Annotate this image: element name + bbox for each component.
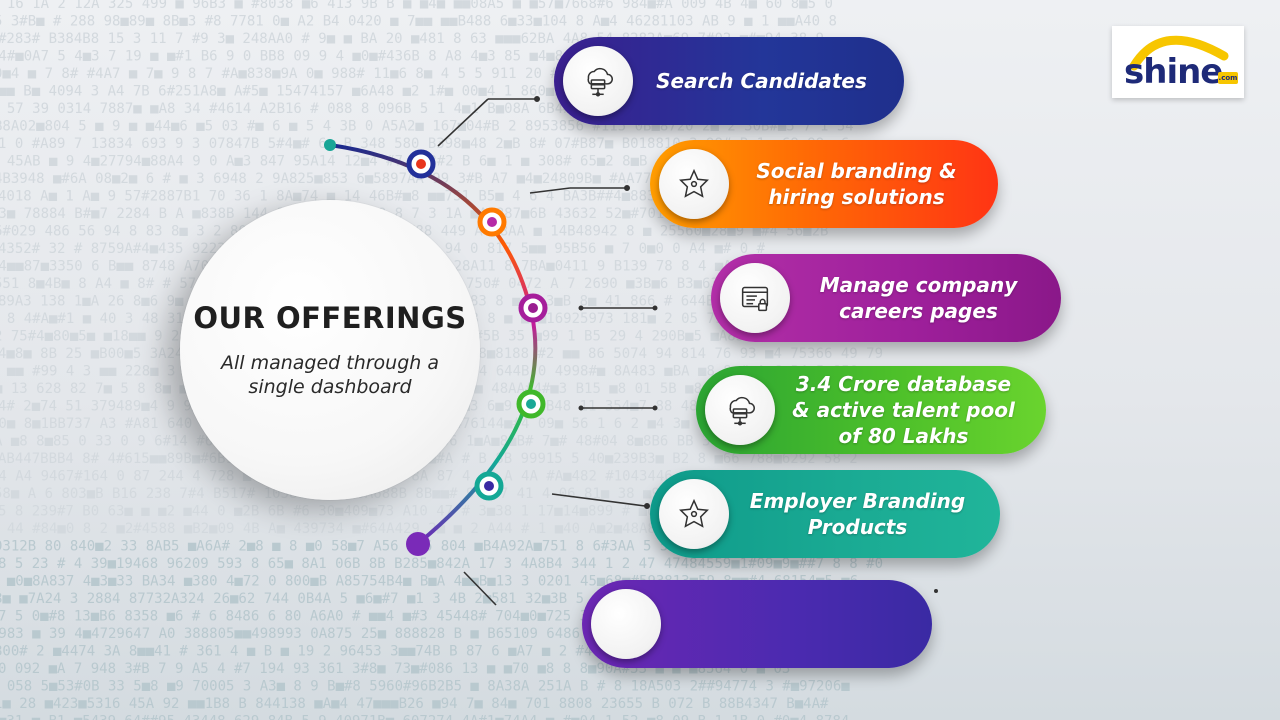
background-pattern-row: B 44 #84■0 8 2 ■2#4588 ■B2■09 4B A■ 4397… bbox=[0, 521, 858, 537]
arc-node-end bbox=[406, 532, 430, 556]
logo-suffix: .com bbox=[1218, 72, 1238, 84]
connector-lines bbox=[437, 98, 655, 606]
background-pattern-row: 4B3948 ■#6A 08■2■ 6 # ■ 3 6948 2 9A825■8… bbox=[0, 171, 845, 187]
offering-label: Employer Branding Products bbox=[749, 489, 966, 539]
empty-icon bbox=[591, 589, 661, 659]
offering-database-talent-pool[interactable]: 3.4 Crore database & active talent pool … bbox=[696, 366, 1046, 454]
cloud-database-icon bbox=[705, 375, 775, 445]
background-pattern-row: 4018 A■ 1 A■ 9 57#2887B1 70 36 1 8A■74 ■… bbox=[0, 189, 824, 205]
star-person-icon bbox=[659, 149, 729, 219]
star-person-icon bbox=[659, 479, 729, 549]
background-pattern-row: 0 092 ■A 7 948 3#B 7 9 A5 4 #7 194 93 36… bbox=[0, 661, 790, 677]
offering-label: Search Candidates bbox=[656, 69, 867, 93]
offering-social-branding[interactable]: Social branding & hiring solutions bbox=[650, 140, 998, 228]
background-pattern-row: 5 058 5■53#0B 33 5■8 ■9 70005 3 A3■ 8 9 … bbox=[0, 679, 850, 695]
background-pattern-row: 8 5 23 # 4 39■19468 96209 593 8 65■ 8A1 … bbox=[0, 556, 883, 572]
background-pattern-row: 1■ 28 ■423■5316 45A 92 ■■1B8 B 844138 ■A… bbox=[0, 696, 829, 712]
background-pattern-row: ■31 ■ B1 ■5439 64##95 43448 629 84B 5 9 … bbox=[0, 714, 849, 720]
offering-careers-pages[interactable]: Manage company careers pages bbox=[711, 254, 1061, 342]
offering-label: Social branding & hiring solutions bbox=[756, 159, 957, 209]
cloud-database-icon bbox=[563, 46, 633, 116]
offerings-title: OUR OFFERINGS bbox=[193, 301, 467, 335]
browser-lock-icon bbox=[720, 263, 790, 333]
background-pattern-row: 0■4 ■ 7 8# #4A7 ■ 7■ 9 8 7 #A■838■9A 0■ … bbox=[0, 66, 736, 82]
offerings-center-circle: OUR OFFERINGS All managed through a sing… bbox=[180, 200, 480, 500]
background-pattern-row: 5 3#B■ # 288 98■89■ 8B■3 #8 7781 0■ A2 B… bbox=[0, 14, 837, 30]
shine-logo: shine .com bbox=[1112, 26, 1244, 98]
offering-label: 3.4 Crore database & active talent pool … bbox=[792, 372, 1015, 448]
offering-search-candidates[interactable]: Search Candidates bbox=[554, 37, 904, 125]
background-pattern-row: 23■ 78884 B#■7 2284 B A ■838B 144 360■■ … bbox=[0, 206, 850, 222]
logo-arc-icon bbox=[1129, 35, 1229, 71]
background-pattern-row: 1 16 1A 2 12A 325 499 ■ 96B3 ■ #8038 ■6 … bbox=[0, 0, 833, 12]
background-pattern-row: 1 0 #A89 7 13834 693 9 3 07847B 5#4■# 6■… bbox=[0, 136, 849, 152]
connector-ends bbox=[534, 96, 938, 593]
offerings-subtitle: All managed through a single dashboard bbox=[220, 352, 440, 398]
background-pattern-row: 58■ A 6 803■B B16 238 7#4 B517# 10580 6 … bbox=[0, 486, 795, 502]
offering-empty[interactable] bbox=[582, 580, 932, 668]
offering-employer-branding[interactable]: Employer Branding Products bbox=[650, 470, 1000, 558]
logo-text: shine bbox=[1124, 52, 1223, 92]
background-pattern-row: 5 8 239#7 B0 63■ ■ ■2 ■44 0 ■2B 6B #6 30… bbox=[0, 504, 790, 520]
offering-label: Manage company careers pages bbox=[819, 273, 1018, 323]
arc-node-start bbox=[324, 139, 336, 151]
